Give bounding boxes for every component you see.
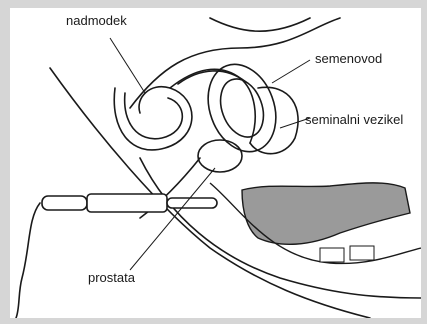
vas-deferens-duct-2 bbox=[178, 71, 246, 84]
tissue-box-2 bbox=[350, 246, 374, 260]
probe-cable bbox=[16, 203, 40, 318]
seminal-vesicle bbox=[250, 87, 298, 153]
vas-deferens-loop bbox=[114, 87, 192, 150]
pointer-semenovod bbox=[272, 60, 310, 83]
label-semenovod: semenovod bbox=[315, 51, 382, 66]
pubic-curve bbox=[130, 18, 340, 108]
bladder-inner bbox=[213, 73, 271, 143]
diagram-panel: nadmodek semenovod seminalni vezikel pro… bbox=[10, 8, 421, 318]
label-seminalni-vezikel: seminalni vezikel bbox=[305, 112, 403, 127]
vas-deferens-inner bbox=[125, 93, 183, 139]
tissue-box-1 bbox=[320, 248, 344, 262]
pointer-nadmodek bbox=[110, 38, 145, 93]
label-prostata: prostata bbox=[88, 270, 135, 285]
upper-contour bbox=[210, 18, 310, 31]
rectum bbox=[242, 183, 410, 244]
prostate-gland bbox=[198, 140, 242, 172]
label-nadmodek: nadmodek bbox=[66, 13, 127, 28]
